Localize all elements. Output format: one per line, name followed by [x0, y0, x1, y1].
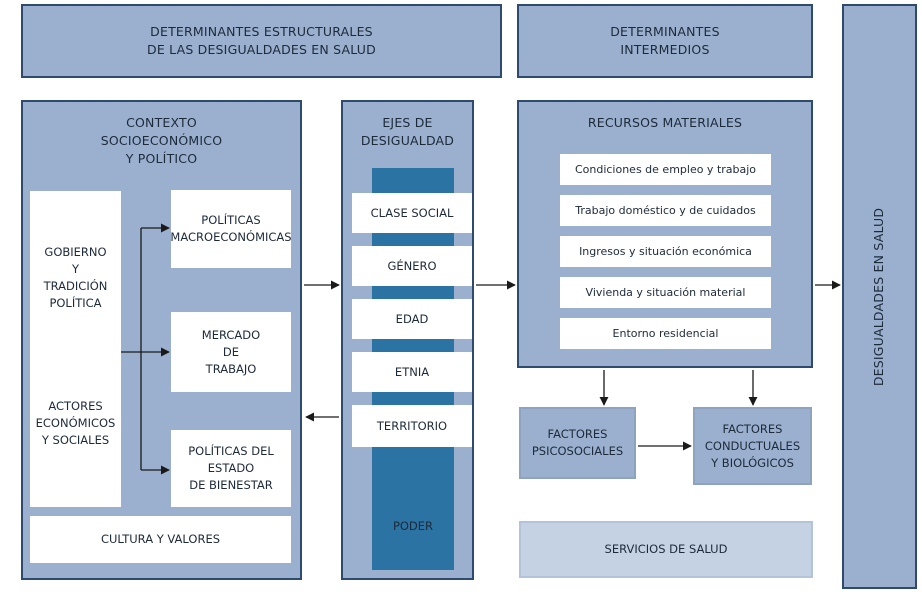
psychosocial-factors-box: FACTORES PSICOSOCIALES — [519, 407, 636, 479]
material-item-income: Ingresos y situación económica — [560, 236, 771, 267]
behavioral-biological-factors-box: FACTORES CONDUCTUALES Y BIOLÓGICOS — [693, 407, 812, 485]
macroeconomic-policies-box: POLÍTICAS MACROECONÓMICAS — [170, 190, 292, 268]
axis-territory: TERRITORIO — [352, 405, 472, 447]
axis-social-class: CLASE SOCIAL — [352, 193, 472, 233]
material-item-employment: Condiciones de empleo y trabajo — [560, 154, 771, 185]
health-inequalities-box: DESIGUALDADES EN SALUD — [842, 4, 917, 589]
structural-determinants-header: DETERMINANTES ESTRUCTURALES DE LAS DESIG… — [21, 4, 502, 78]
health-services-box: SERVICIOS DE SALUD — [519, 521, 813, 578]
intermediate-determinants-header: DETERMINANTES INTERMEDIOS — [517, 4, 813, 78]
power-label: PODER — [392, 519, 434, 533]
axis-gender: GÉNERO — [352, 246, 472, 286]
welfare-state-policies-box: POLÍTICAS DEL ESTADO DE BIENESTAR — [171, 430, 291, 507]
economic-social-actors-label: ACTORES ECONÓMICOS Y SOCIALES — [35, 399, 116, 447]
inequality-axes-title: EJES DE DESIGUALDAD — [360, 115, 455, 148]
axis-age: EDAD — [352, 299, 472, 339]
government-tradition-label: GOBIERNO Y TRADICIÓN POLÍTICA — [43, 245, 108, 310]
material-resources-title: RECURSOS MATERIALES — [587, 115, 743, 130]
socioeconomic-context-title: CONTEXTO SOCIOECONÓMICO Y POLÍTICO — [100, 115, 223, 166]
material-item-residential: Entorno residencial — [560, 318, 771, 349]
material-item-housing: Vivienda y situación material — [560, 277, 771, 308]
government-actors-box — [30, 191, 121, 507]
labor-market-box: MERCADO DE TRABAJO — [171, 312, 291, 392]
culture-values-box: CULTURA Y VALORES — [30, 516, 291, 563]
material-item-domestic-work: Trabajo doméstico y de cuidados — [560, 195, 771, 226]
axis-ethnicity: ETNIA — [352, 352, 472, 392]
